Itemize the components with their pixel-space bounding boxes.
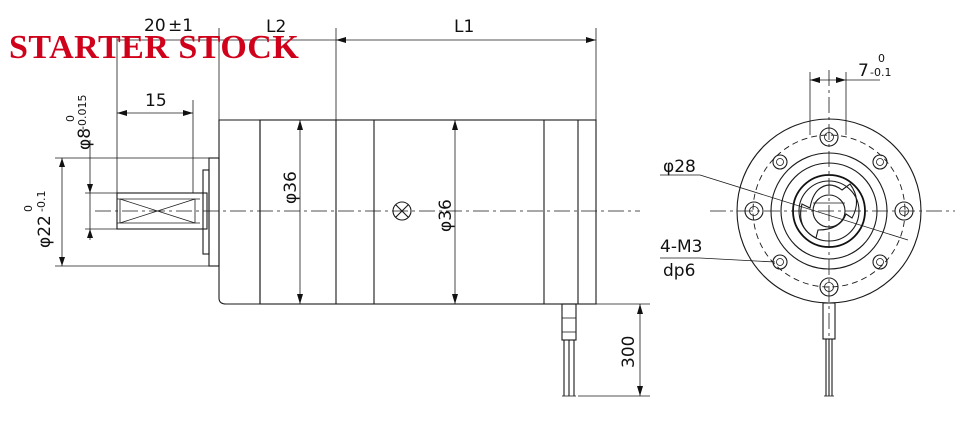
gearbox-body [218,119,261,305]
pilot-dia-tol-lower: -0.1 [35,191,48,212]
front-cable [822,302,836,397]
pilot-dia-group: φ22 0 -0.1 [22,191,55,248]
shaft-dia-group: φ8 0 -0.015 [64,95,95,150]
pilot-flange [208,157,220,267]
pilot-dia-label: φ22 [35,215,55,248]
watermark-text: STARTER STOCK [9,29,299,66]
shaft-dia-tol-upper: 0 [64,115,77,122]
shaft-dia-label: φ8 [75,128,95,150]
l2-label: L2 [266,17,286,37]
cable-dimension [578,303,650,397]
cable-length-label: 300 [619,336,639,368]
thread-depth-label: dp6 [663,261,695,281]
pilot-dia-tol-upper: 0 [22,205,35,212]
shaft-length-tol: ±1 [168,16,193,36]
l1-label: L1 [454,17,474,37]
pilot-boss [202,169,210,255]
flat-tol-upper: 0 [878,52,885,65]
side-view: 20 ±1 L2 L1 15 φ8 0 -0.015 φ22 0 -0.1 [22,16,650,397]
shaft-end [812,194,846,228]
thread-label: 4-M3 [660,237,702,257]
bearing-retainer [800,183,858,239]
flat-dimension [809,72,880,135]
body-dimensions [297,120,458,304]
mounting-holes [744,127,914,297]
top-dimensions [116,28,597,193]
cable [561,303,577,397]
motor-body [259,119,597,305]
pilot-circle [792,174,866,248]
leader-lines [660,174,909,263]
shaft-length-label: 20 [144,16,166,36]
bolt-circle-label: φ28 [663,157,696,177]
center-mark-icon [392,201,412,221]
flat-tol-lower: -0.1 [870,66,891,79]
bolt-circle [752,134,906,288]
output-shaft [116,192,208,230]
gearbox-dia-label: φ36 [281,171,301,204]
motor-dia-label: φ36 [436,199,456,232]
key-length-label: 15 [145,91,167,111]
front-view: 7 0 -0.1 φ28 4-M3 dp6 [660,52,955,397]
left-dimensions [55,140,209,267]
housing-circle [770,152,888,270]
shaft-dia-tol-lower: -0.015 [76,95,89,130]
flat-width-label: 7 [858,61,869,81]
key-cross-2 [119,198,196,224]
